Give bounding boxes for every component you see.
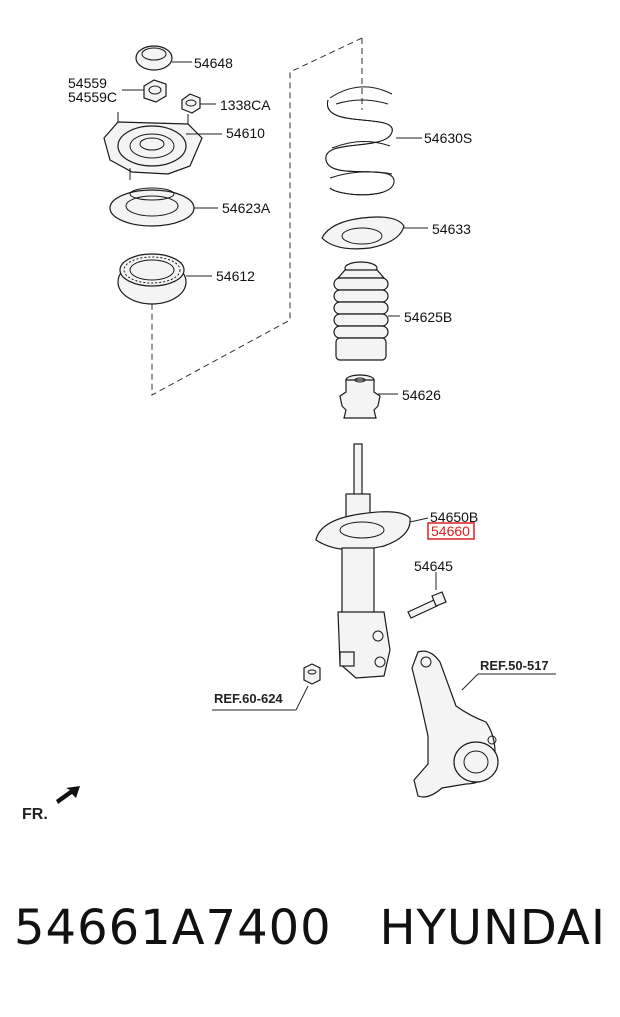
front-direction-arrow-icon <box>56 786 80 804</box>
part-54610-top-mount <box>103 112 222 180</box>
label-54623a: 54623A <box>222 200 271 216</box>
label-54625b: 54625B <box>404 309 452 325</box>
label-1338ca: 1338CA <box>220 97 271 113</box>
part-54630s-coil-spring <box>325 86 422 196</box>
label-54559c: 54559C <box>68 89 117 105</box>
highlight-box-54660 <box>427 522 475 540</box>
label-54626: 54626 <box>402 387 441 403</box>
part-54625b-dust-boot <box>333 261 400 361</box>
brand-name: HYUNDAI <box>379 900 606 956</box>
part-steering-knuckle <box>411 650 556 798</box>
label-54633: 54633 <box>432 221 471 237</box>
label-54610: 54610 <box>226 125 265 141</box>
label-54645: 54645 <box>414 558 453 574</box>
label-54650b: 54650B <box>430 509 478 525</box>
strut-assembly-diagram: 54648 54559 54559C 1338CA 54610 54623A 5… <box>22 37 556 823</box>
label-ref-60-624: REF.60-624 <box>214 691 283 706</box>
label-front: FR. <box>22 806 48 823</box>
part-1338ca-nut <box>181 93 216 114</box>
label-54612: 54612 <box>216 268 255 284</box>
part-ref-60-624-nut <box>212 663 321 711</box>
part-54612-bearing <box>117 253 212 305</box>
part-54660-spring-pad-plate <box>315 511 411 551</box>
part-54626-bump-stop <box>339 374 398 419</box>
label-ref-50-517: REF.50-517 <box>480 658 549 673</box>
part-54633-spring-seat <box>321 216 428 250</box>
label-54648: 54648 <box>194 55 233 71</box>
assembly-dashed-outline <box>151 37 363 396</box>
label-54660: 54660 <box>431 523 470 539</box>
part-number: 54661A7400 <box>14 900 332 956</box>
label-54559: 54559 <box>68 75 107 91</box>
footer: 54661A7400 HYUNDAI <box>0 900 620 980</box>
label-54630s: 54630S <box>424 130 472 146</box>
part-54648-cap <box>135 45 192 71</box>
part-strut-body <box>315 443 429 679</box>
part-54559-nut <box>122 79 167 103</box>
part-54623a-seat <box>109 187 218 227</box>
part-54645-bolt <box>407 572 447 619</box>
